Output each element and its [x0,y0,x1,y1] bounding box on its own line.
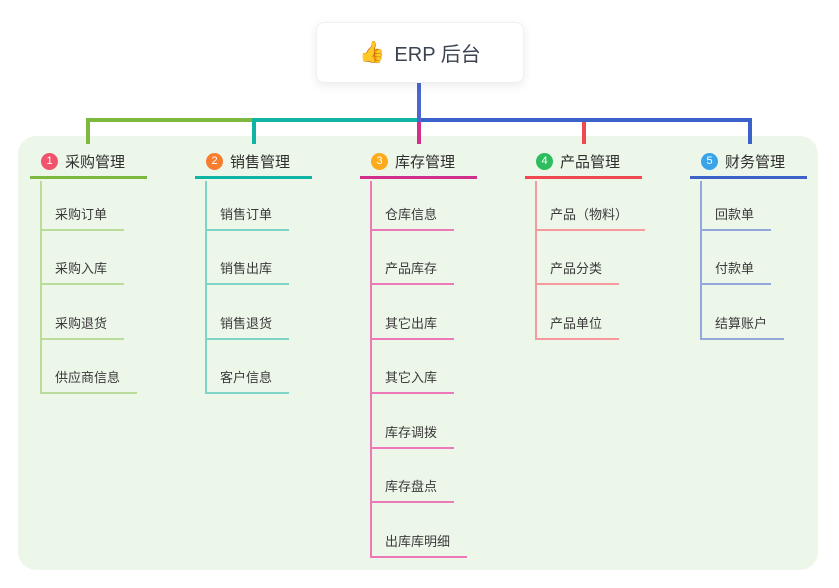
child-node[interactable]: 销售出库 [205,258,290,285]
child-node[interactable]: 其它入库 [370,367,455,394]
connector-drop [582,118,586,144]
branch-connector-line [205,181,207,394]
branch-label: 产品管理 [560,153,621,171]
branch-node[interactable]: 4 产品管理 [525,146,642,179]
connector-drop [252,118,256,144]
connector-root [417,81,421,122]
connector-drop [417,118,421,144]
child-node[interactable]: 客户信息 [205,367,290,394]
branch-number-badge: 5 [701,152,718,170]
branch-label: 财务管理 [725,153,786,171]
branch-node[interactable]: 3 库存管理 [360,146,477,179]
branch-number-badge: 3 [371,152,388,170]
branch-connector-line [535,181,537,340]
child-node[interactable]: 其它出库 [370,313,455,340]
connector-drop [86,118,90,144]
branch-number-badge: 2 [206,152,223,170]
child-node[interactable]: 采购退货 [40,313,125,340]
child-node[interactable]: 库存调拨 [370,422,455,449]
branch-label: 采购管理 [65,153,126,171]
child-node[interactable]: 产品单位 [535,313,620,340]
branch-number-badge: 1 [41,152,58,170]
branch-connector-line [370,181,372,558]
child-node[interactable]: 产品分类 [535,258,620,285]
child-node[interactable]: 采购入库 [40,258,125,285]
thumbs-up-icon: 👍 [359,41,386,64]
branch-connector-line [700,181,702,340]
background-panel [18,136,818,570]
child-node[interactable]: 产品库存 [370,258,455,285]
branch-connector-line [40,181,42,394]
connector-bus-segment [86,118,254,122]
child-node[interactable]: 供应商信息 [40,367,138,394]
root-node[interactable]: 👍 ERP 后台 [316,22,524,83]
connector-drop [748,118,752,144]
child-node[interactable]: 产品（物料） [535,204,646,231]
connector-bus-segment [418,118,752,122]
branch-node[interactable]: 2 销售管理 [195,146,312,179]
branch-node[interactable]: 5 财务管理 [690,146,807,179]
child-node[interactable]: 结算账户 [700,313,785,340]
root-label: ERP 后台 [394,44,481,66]
child-node[interactable]: 出库库明细 [370,531,468,558]
child-node[interactable]: 仓库信息 [370,204,455,231]
child-node[interactable]: 回款单 [700,204,772,231]
child-node[interactable]: 库存盘点 [370,476,455,503]
branch-label: 销售管理 [230,153,291,171]
connector-bus-segment [252,118,420,122]
child-node[interactable]: 销售退货 [205,313,290,340]
child-node[interactable]: 付款单 [700,258,772,285]
child-node[interactable]: 销售订单 [205,204,290,231]
branch-node[interactable]: 1 采购管理 [30,146,147,179]
child-node[interactable]: 采购订单 [40,204,125,231]
branch-number-badge: 4 [536,152,553,170]
branch-label: 库存管理 [395,153,456,171]
